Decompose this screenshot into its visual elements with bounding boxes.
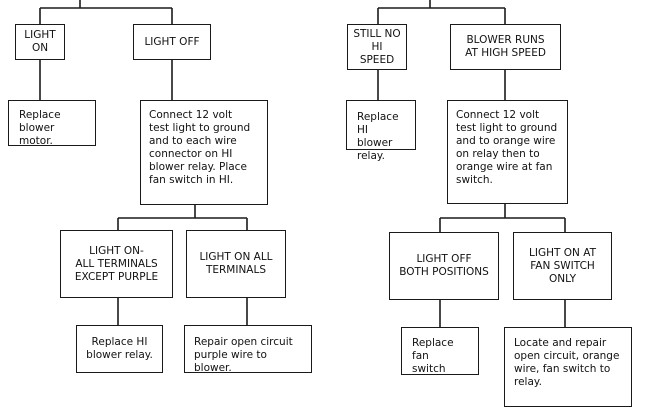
- condition-light-off-both-positions: LIGHT OFF BOTH POSITIONS: [389, 232, 499, 300]
- condition-light-on: LIGHT ON: [15, 24, 65, 60]
- condition-light-on-all-terminals: LIGHT ON ALL TERMINALS: [186, 230, 286, 298]
- condition-light-off: LIGHT OFF: [133, 24, 211, 60]
- action-replace-hi-relay-right: Replace HI blower relay.: [346, 100, 416, 162]
- action-repair-purple-wire: Repair open circuit purple wire to blowe…: [184, 325, 312, 374]
- action-replace-fan-switch: Replace fan switch: [401, 327, 479, 375]
- action-connect-test-light-orange-wire: Connect 12 volt test light to ground and…: [447, 100, 568, 204]
- condition-light-on-all-except-purple: LIGHT ON- ALL TERMINALS EXCEPT PURPLE: [60, 230, 173, 298]
- action-repair-orange-wire: Locate and repair open circuit, orange w…: [504, 327, 632, 407]
- action-replace-hi-relay: Replace HI blower relay.: [76, 325, 163, 373]
- condition-still-no-hi-speed: STILL NO HI SPEED: [347, 24, 407, 70]
- action-replace-blower-motor: Replace blower motor.: [8, 100, 96, 147]
- condition-light-on-fan-switch-only: LIGHT ON AT FAN SWITCH ONLY: [513, 232, 612, 300]
- condition-blower-runs-high-speed: BLOWER RUNS AT HIGH SPEED: [450, 24, 561, 70]
- action-connect-test-light-hi-relay: Connect 12 volt test light to ground and…: [140, 100, 268, 205]
